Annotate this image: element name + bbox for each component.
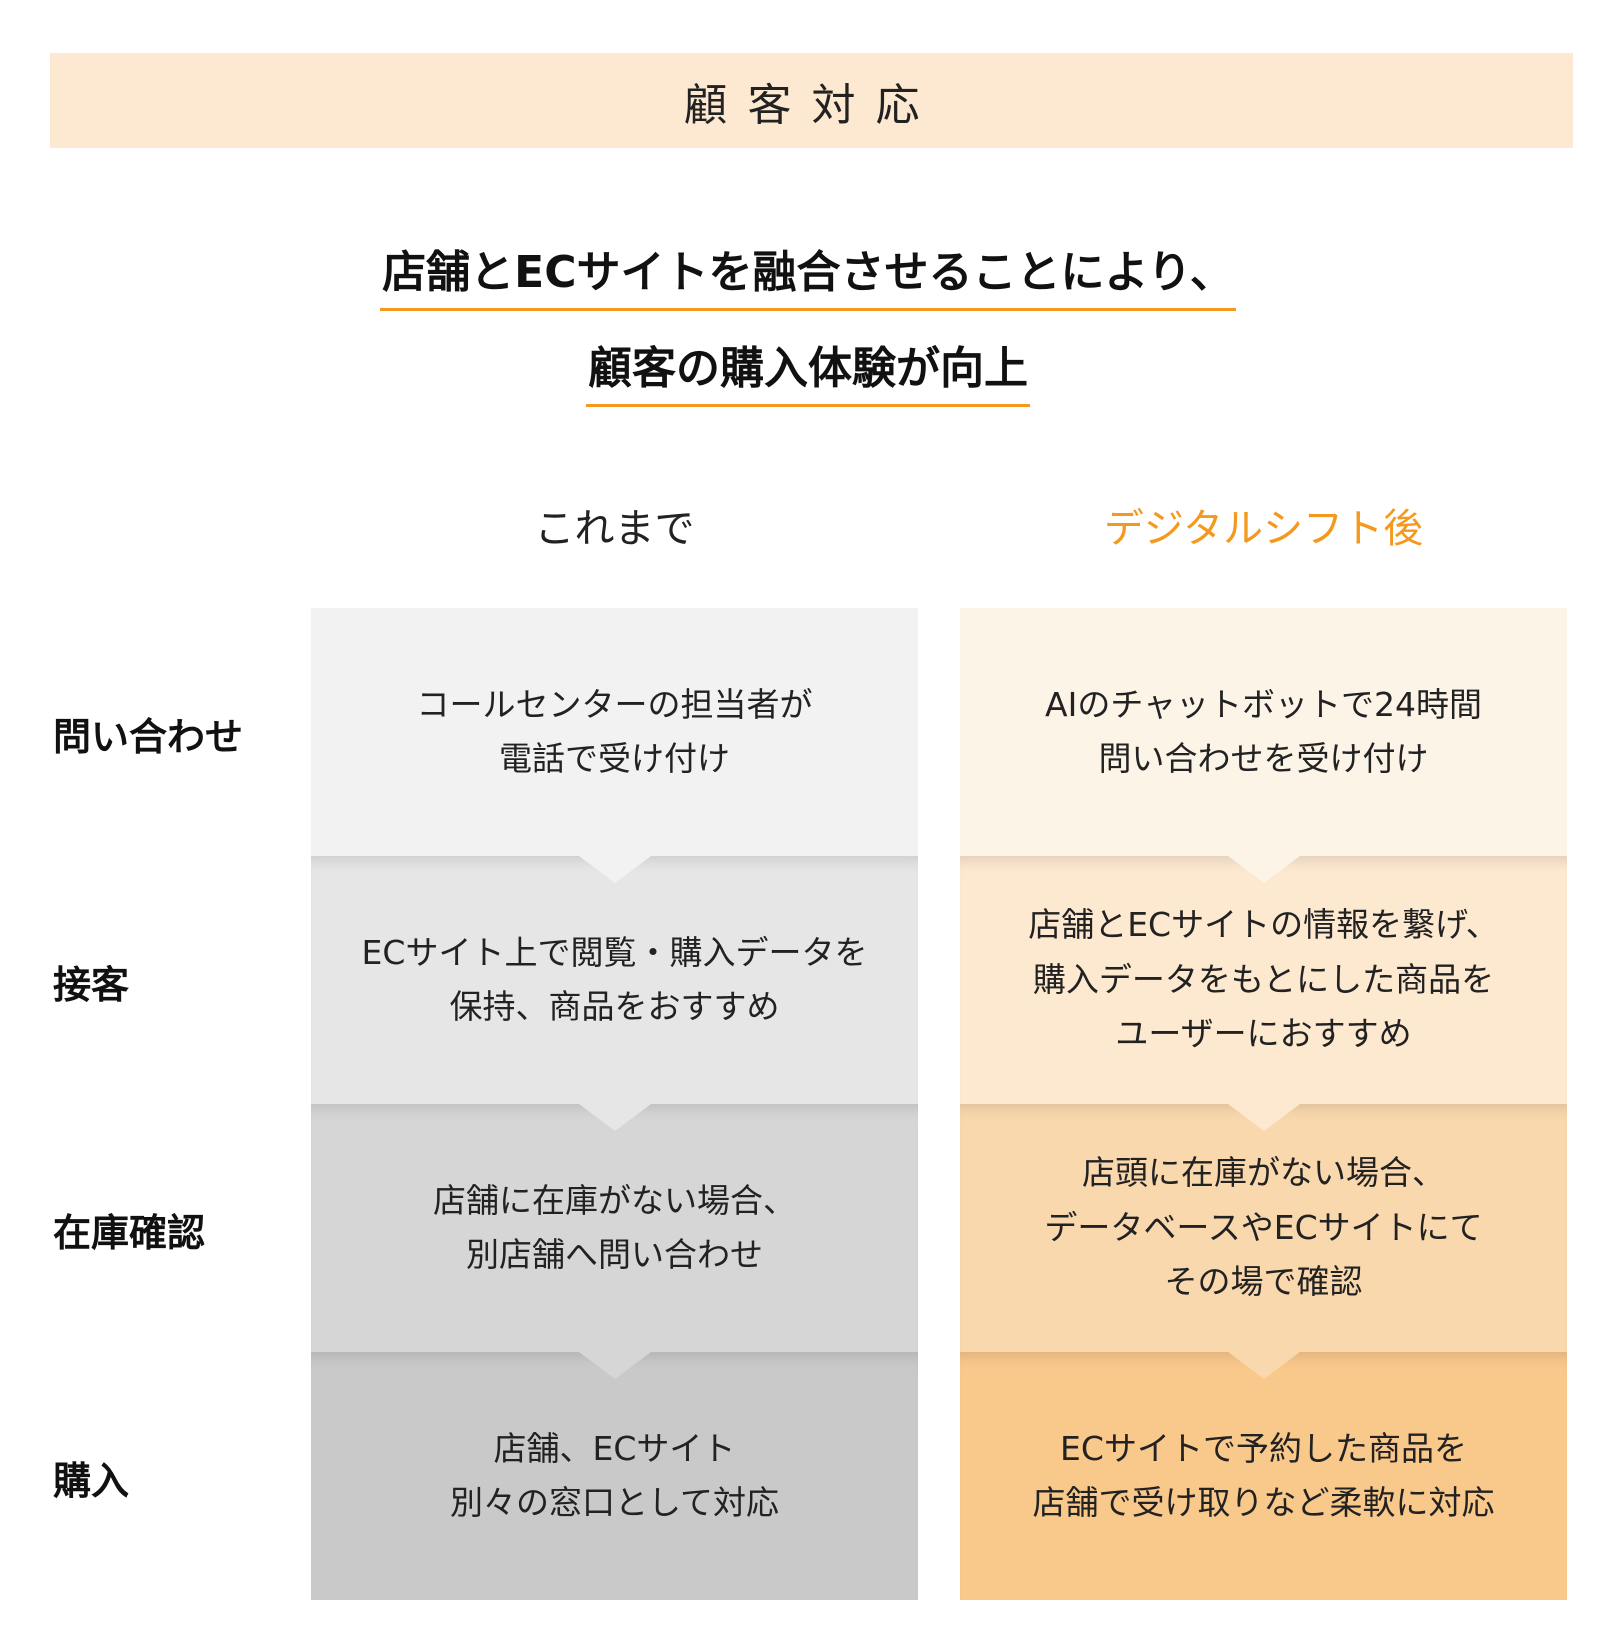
headline-line-1: 店舗とECサイトを融合させることにより、	[0, 236, 1616, 311]
banner-title: 顧客対応	[683, 79, 940, 131]
row-label: 在庫確認	[53, 1211, 206, 1255]
cell-text: AIのチャットボットで24時間 問い合わせを受け付け	[1045, 684, 1482, 778]
cell-after: AIのチャットボットで24時間 問い合わせを受け付け	[960, 608, 1567, 856]
column-header-before: これまで	[534, 506, 695, 552]
cell-before: 店舗、ECサイト 別々の窓口として対応	[311, 1352, 918, 1600]
column-header-after: デジタルシフト後	[1103, 506, 1424, 552]
cell-text: 店頭に在庫がない場合、 データベースやECサイトにて その場で確認	[1044, 1153, 1483, 1302]
arrow-down-icon	[578, 1104, 651, 1131]
arrow-down-icon	[1227, 1104, 1300, 1131]
cell-after: ECサイトで予約した商品を 店舗で受け取りなど柔軟に対応	[960, 1352, 1567, 1600]
cell-before: ECサイト上で閲覧・購入データを 保持、商品をおすすめ	[311, 856, 918, 1104]
arrow-down-icon	[578, 1352, 651, 1379]
cell-before: 店舗に在庫がない場合、 別店舗へ問い合わせ	[311, 1104, 918, 1352]
arrow-down-icon	[1227, 1352, 1300, 1379]
cell-text: ECサイト上で閲覧・購入データを 保持、商品をおすすめ	[361, 932, 868, 1026]
cell-text: 店舗に在庫がない場合、 別店舗へ問い合わせ	[433, 1180, 796, 1274]
headline-line-2: 顧客の購入体験が向上	[0, 332, 1616, 407]
row-label: 接客	[53, 963, 130, 1007]
arrow-down-icon	[1227, 856, 1300, 883]
cell-after: 店舗とECサイトの情報を繋げ、 購入データをもとにした商品を ユーザーにおすすめ	[960, 856, 1567, 1104]
row-label: 購入	[53, 1459, 130, 1503]
cell-before: コールセンターの担当者が 電話で受け付け	[311, 608, 918, 856]
banner: 顧客対応	[50, 53, 1573, 148]
cell-text: コールセンターの担当者が 電話で受け付け	[416, 684, 813, 778]
cell-after: 店頭に在庫がない場合、 データベースやECサイトにて その場で確認	[960, 1104, 1567, 1352]
arrow-down-icon	[578, 856, 651, 883]
cell-text: 店舗とECサイトの情報を繋げ、 購入データをもとにした商品を ユーザーにおすすめ	[1028, 905, 1499, 1054]
cell-text: 店舗、ECサイト 別々の窓口として対応	[449, 1428, 779, 1522]
cell-text: ECサイトで予約した商品を 店舗で受け取りなど柔軟に対応	[1032, 1428, 1495, 1522]
row-label: 問い合わせ	[53, 715, 244, 759]
